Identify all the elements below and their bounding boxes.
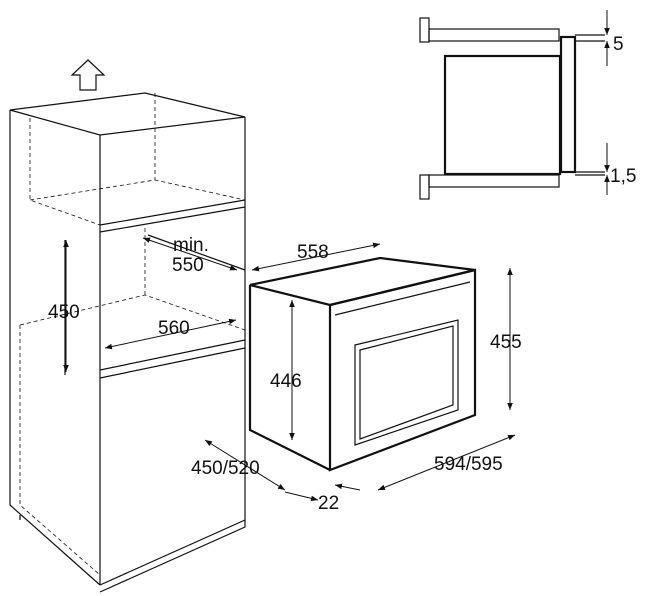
oven-depth-label: 558 — [297, 242, 329, 263]
built-in-oven — [248, 256, 477, 472]
gap-detail-view — [419, 10, 610, 200]
niche-depth-label: 550 — [172, 255, 204, 276]
dimension-lines — [63, 237, 516, 502]
oven-front-width-label: 594/595 — [434, 454, 503, 475]
oven-body-height-label: 446 — [270, 371, 302, 392]
airflow-up-arrow-icon — [70, 59, 106, 91]
tall-cabinet — [9, 92, 246, 593]
niche-width-label: 560 — [158, 318, 190, 339]
niche-min-label: min. — [173, 235, 209, 256]
bottom-gap-label: 1,5 — [610, 166, 636, 187]
oven-front-height-label: 455 — [490, 332, 522, 353]
front-projection-label: 22 — [318, 493, 339, 514]
cabinet-depth-label: 450/520 — [191, 458, 260, 479]
top-gap-label: 5 — [613, 34, 624, 55]
niche-height-label: 450 — [48, 302, 80, 323]
